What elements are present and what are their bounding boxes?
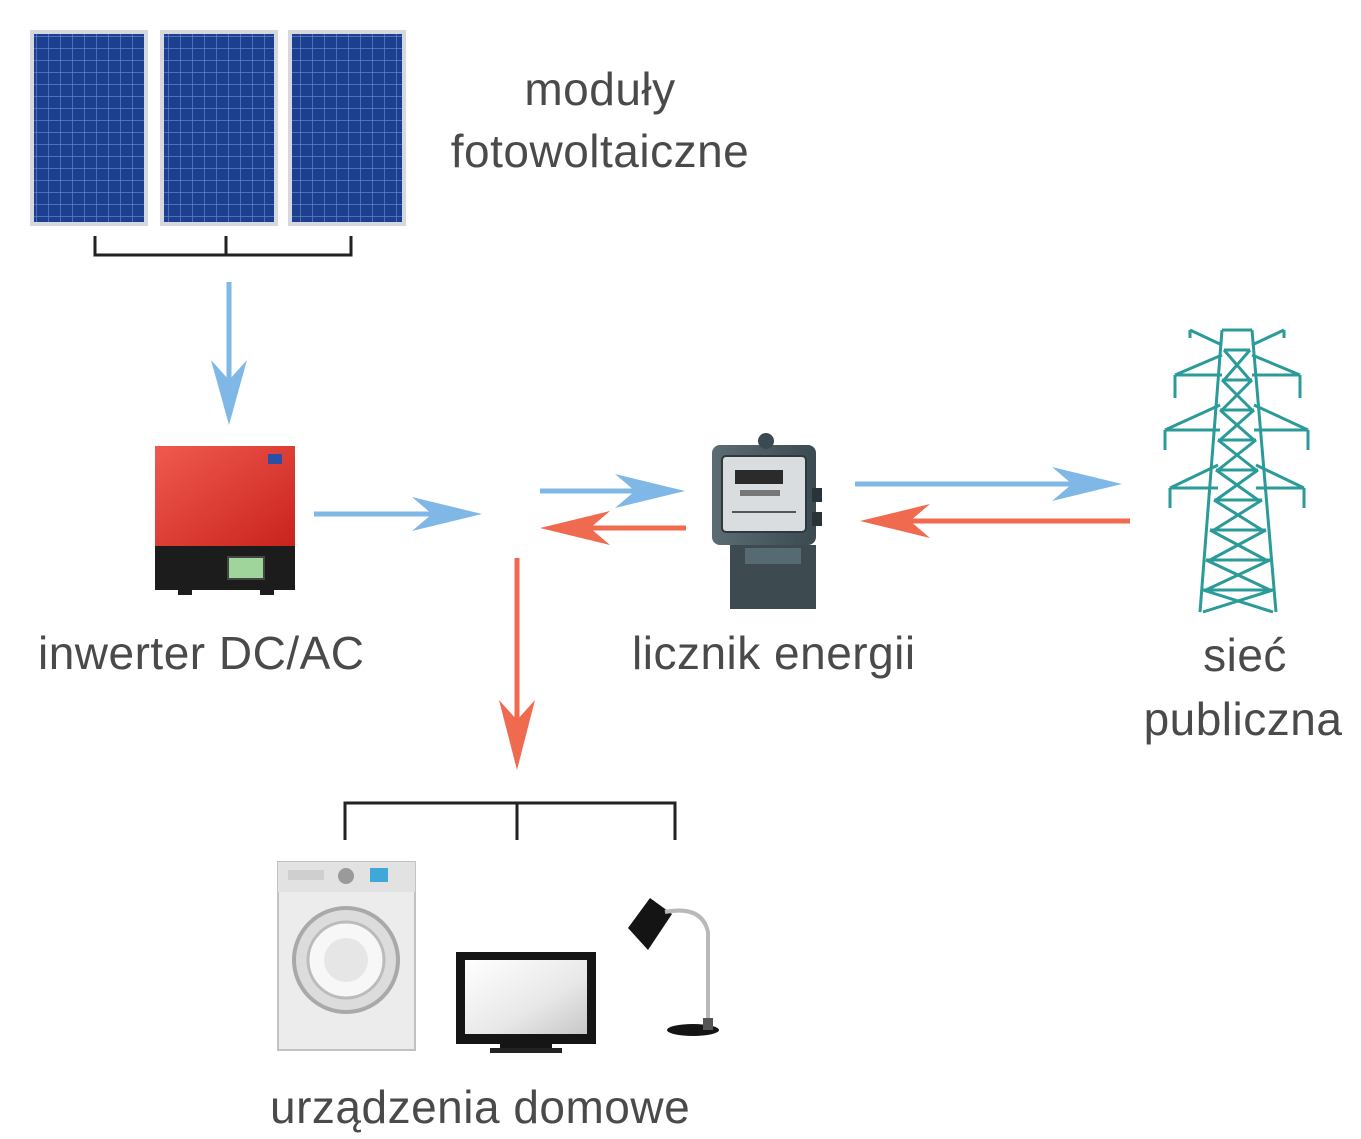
- modules-label-line-2: fotowoltaiczne: [450, 125, 750, 177]
- modules-label-line-1: moduły: [524, 63, 676, 115]
- desk-lamp-icon: [628, 898, 719, 1036]
- panel-connector-bracket: [93, 236, 353, 257]
- washing-machine-icon: [277, 861, 416, 1051]
- grid-label-line-2: publiczna: [1143, 693, 1343, 745]
- inverter-icon: [155, 446, 295, 595]
- import-flow-arrow-from-grid: [860, 504, 1130, 538]
- meter-label: licznik energii: [632, 627, 916, 679]
- dc-flow-arrow-right: [314, 497, 482, 531]
- grid-label-line-1: sieć: [1203, 629, 1287, 681]
- appliance-connector-bracket: [343, 801, 677, 840]
- appliances-label: urządzenia domowe: [270, 1081, 691, 1133]
- energy-meter-icon: [712, 433, 822, 609]
- solar-panel-icon: [30, 30, 406, 226]
- tv-monitor-icon: [456, 952, 596, 1053]
- export-flow-arrow-to-grid: [855, 467, 1122, 501]
- dc-flow-arrow-down: [211, 282, 247, 425]
- export-flow-arrow-to-meter: [540, 474, 685, 508]
- ac-flow-arrow-down: [499, 558, 535, 770]
- power-pylon-icon: [1163, 328, 1310, 614]
- inverter-label: inwerter DC/AC: [38, 627, 365, 679]
- import-flow-arrow-from-meter: [540, 511, 686, 545]
